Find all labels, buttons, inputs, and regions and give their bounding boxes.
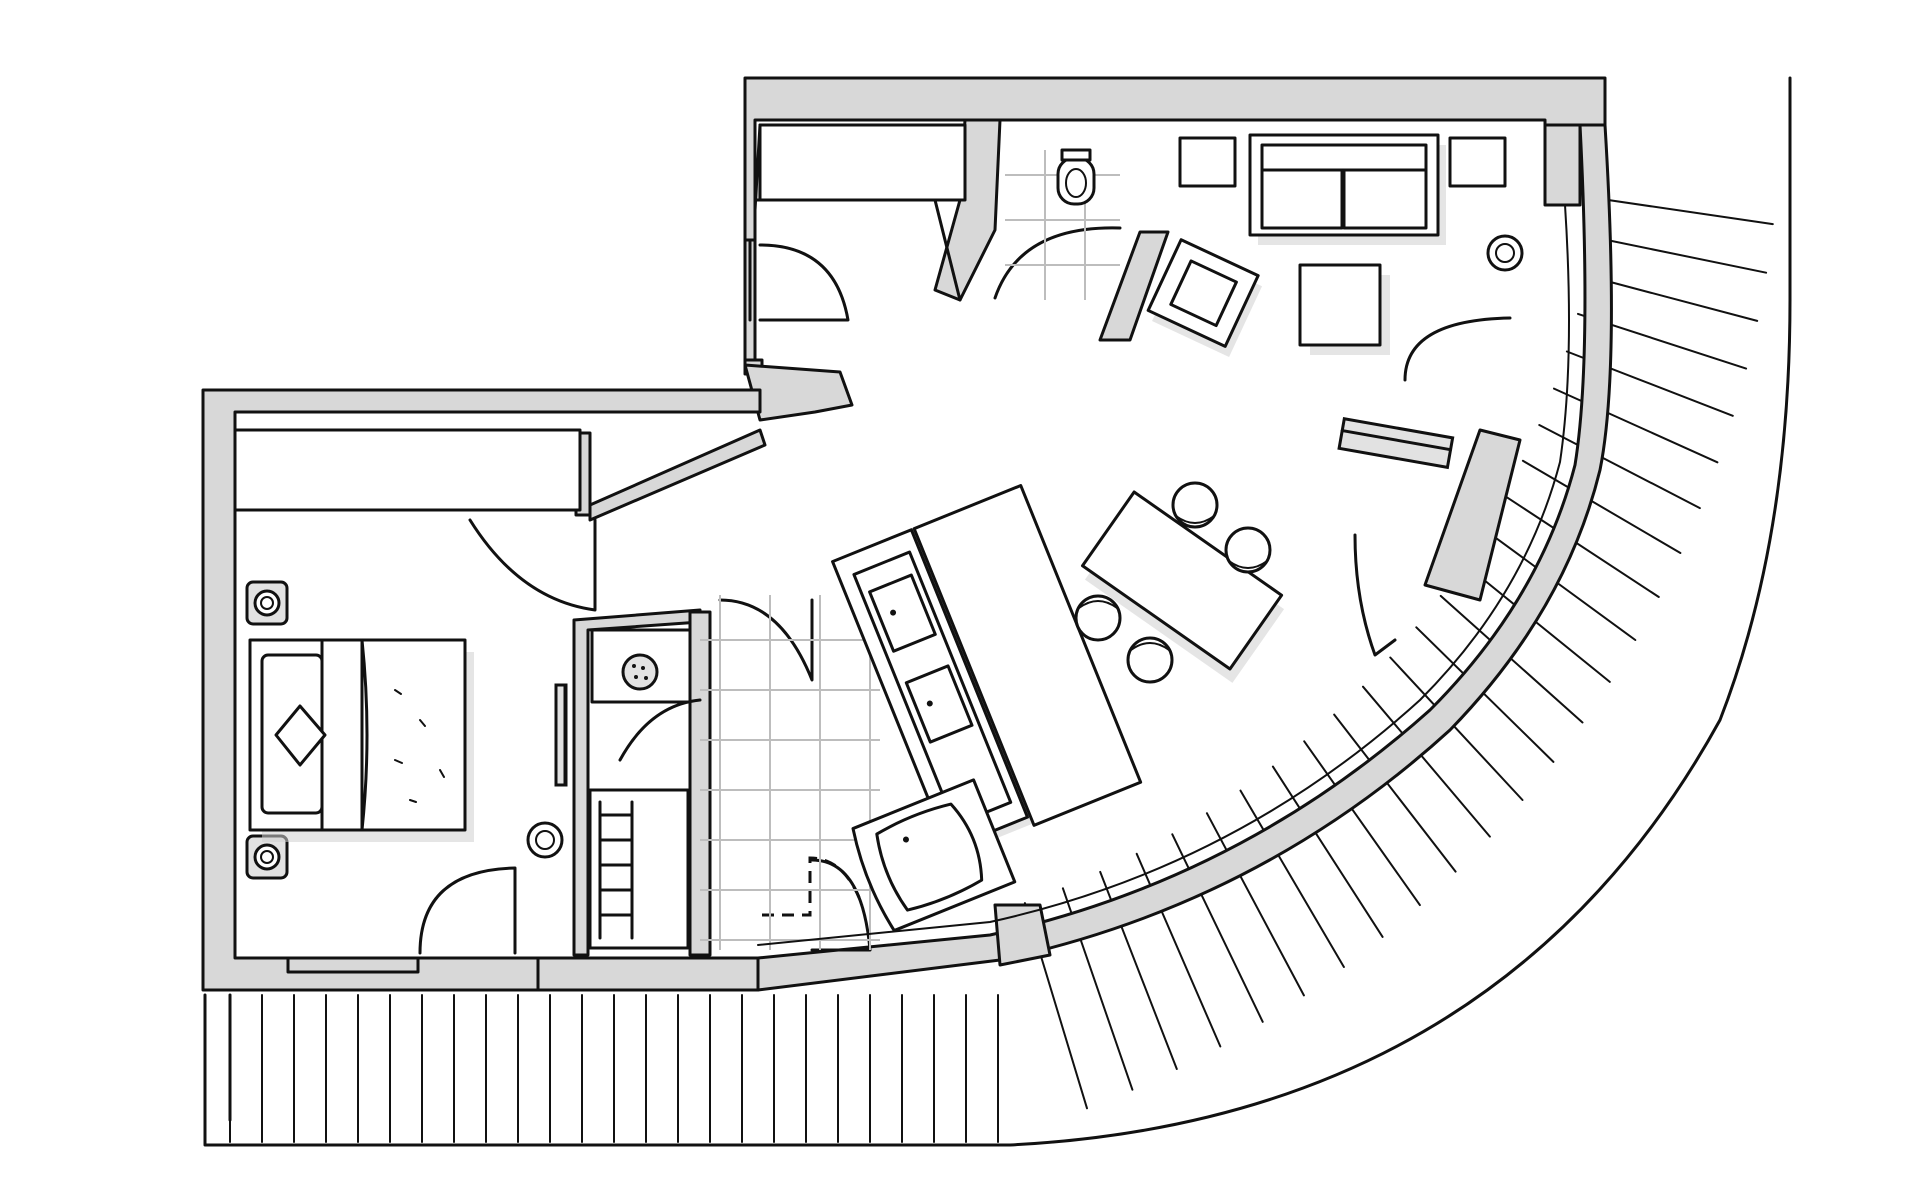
deck-planks [229, 197, 1774, 1143]
deck-plank [1484, 529, 1637, 641]
deck-plank [1389, 656, 1524, 801]
deck-plank [1586, 274, 1759, 322]
sauna-bench [588, 788, 690, 950]
dining-table [1081, 490, 1285, 683]
armchair [1146, 238, 1263, 357]
deck-plank [1521, 459, 1682, 554]
side-table [1448, 136, 1507, 188]
deck-plank [1303, 740, 1421, 907]
coffee-table [1298, 263, 1390, 355]
bathroom [588, 484, 1143, 950]
sink [868, 573, 937, 653]
bedroom [233, 428, 582, 880]
closet [758, 123, 967, 302]
deck-plank [1462, 562, 1611, 683]
chair [1171, 481, 1219, 529]
chair [1126, 636, 1174, 684]
floor-lamp [1486, 234, 1524, 272]
double-bed [248, 638, 474, 842]
deck-plank [1171, 833, 1264, 1023]
pillow [274, 704, 327, 767]
deck-plank [1333, 713, 1457, 873]
deck-plank [1205, 812, 1305, 997]
doors [418, 226, 1512, 955]
deck-plank [1538, 424, 1701, 510]
deck-plank [1362, 685, 1491, 838]
living-dining [1074, 133, 1524, 684]
nightstand-lamp [245, 580, 289, 626]
double-vanity [831, 484, 1143, 851]
deck-plank [1593, 236, 1768, 274]
deck-plank [1503, 494, 1660, 598]
nightstand-lamp [245, 834, 289, 880]
corner-bathtub [851, 778, 1017, 933]
guest-wc [1005, 148, 1120, 300]
side-table [1178, 136, 1237, 188]
sink [904, 664, 974, 744]
deck-plank [1415, 626, 1555, 763]
tile-floor [700, 595, 880, 950]
floor-lamp [526, 821, 564, 859]
deck-plank [1599, 197, 1774, 226]
deck-plank [1271, 765, 1384, 938]
sofa [1248, 133, 1446, 245]
chair [1224, 526, 1272, 574]
chair [1074, 594, 1122, 642]
toilet [1056, 148, 1096, 206]
tv-console [1337, 417, 1455, 470]
